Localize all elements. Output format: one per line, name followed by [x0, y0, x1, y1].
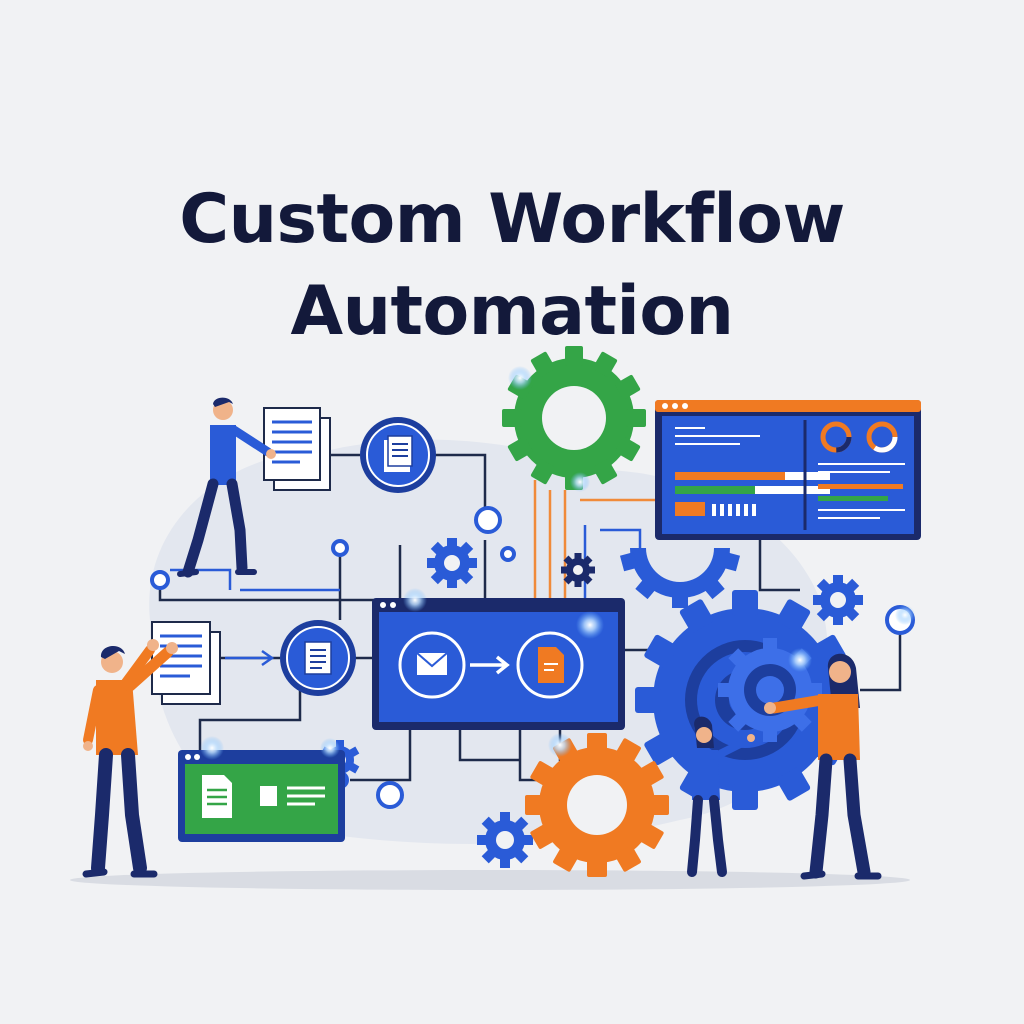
- person-icon-right: [764, 653, 882, 880]
- document-screen-green: [178, 750, 345, 842]
- arrow-right-icon-central: [470, 655, 510, 675]
- ground-shadow: [70, 870, 910, 890]
- gear-icon-small-4: [477, 812, 533, 868]
- person-icon-small: [687, 716, 755, 877]
- person-icon-top: [177, 397, 276, 578]
- arrow-right-icon: [225, 649, 275, 667]
- sparkles: [200, 366, 915, 760]
- dashboard-screen-icon: [655, 400, 921, 540]
- person-icon-left: [82, 639, 178, 878]
- page-title: Custom Workflow Automation: [0, 174, 1024, 358]
- document-node-left: [280, 620, 356, 696]
- file-icon: [516, 631, 584, 699]
- document-icon-left: [151, 621, 221, 705]
- email-icon: [398, 631, 466, 699]
- document-node-top: [360, 417, 436, 493]
- gear-icon-small-2: [561, 553, 595, 587]
- title-line-1: Custom Workflow: [179, 179, 845, 259]
- document-icon-top: [263, 407, 331, 491]
- gear-icon-orange: [525, 733, 669, 877]
- connection-wires-orange: [533, 480, 660, 600]
- gear-icon-green: [502, 346, 646, 490]
- gear-icon-small-1: [427, 538, 477, 588]
- title-line-2: Automation: [290, 271, 734, 351]
- gear-icon-small-3: [813, 575, 863, 625]
- gear-icon-half: [619, 548, 741, 608]
